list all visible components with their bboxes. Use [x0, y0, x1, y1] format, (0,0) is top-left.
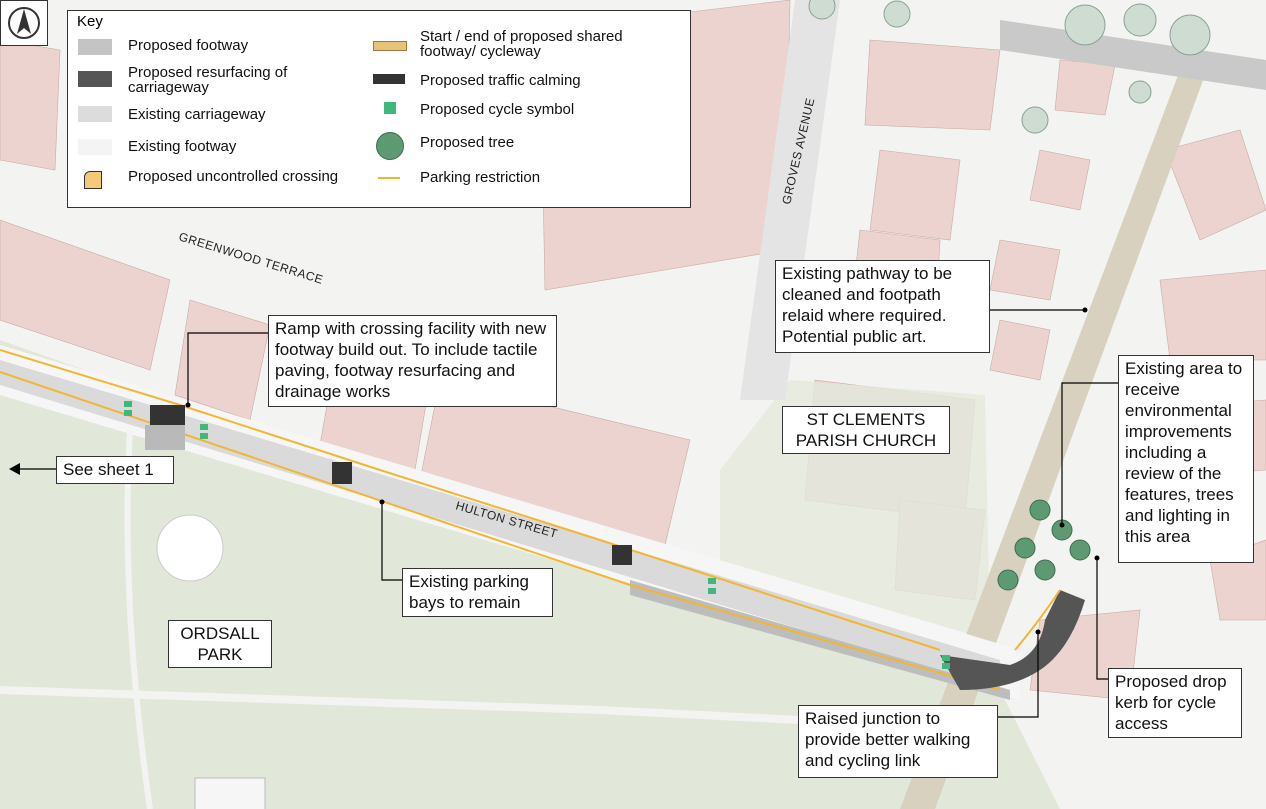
leader-line-parking [381, 502, 402, 581]
raised-junction [940, 590, 1085, 690]
resurfacing-swatch [78, 71, 112, 87]
cycle-symbol-icon [124, 401, 132, 407]
cycle-symbol-icon [200, 433, 208, 439]
tree-icon [376, 132, 404, 160]
key-item-label: Existing carriageway [128, 106, 266, 123]
leader-line-junction [998, 632, 1039, 718]
annotation-junction: Raised junction to provide better walkin… [798, 705, 998, 778]
building-block [989, 319, 1051, 381]
place-label-park: ORDSALL PARK [168, 620, 272, 668]
cycle-symbol-icon [942, 663, 950, 669]
crossing-pad [145, 425, 185, 450]
key-item-label: Proposed uncontrolled crossing [128, 168, 339, 185]
existing-tree-icon [1123, 3, 1157, 37]
key-item-label: Proposed tree [420, 134, 515, 151]
key-item-label: Proposed cycle symbol [420, 101, 575, 118]
tree-icon [997, 569, 1019, 591]
existing-tree-icon [808, 0, 836, 20]
annotation-ramp: Ramp with crossing facility with new foo… [268, 315, 557, 407]
leader-line-drop-kerb [1096, 558, 1108, 680]
existing-pathway [900, 70, 1205, 809]
key-title: Key [77, 13, 103, 30]
annotation-drop-kerb: Proposed drop kerb for cycle access [1108, 668, 1242, 738]
leader-line-ramp [187, 332, 270, 405]
traffic-calming [332, 462, 352, 484]
tree-icon [1029, 499, 1051, 521]
leader-dot [1059, 522, 1065, 528]
leader-dot [1082, 307, 1088, 313]
building-block [864, 39, 1001, 131]
cycle-symbol-icon [200, 424, 208, 430]
proposed-footway-south [630, 580, 1010, 700]
key-item-label: Proposed resurfacing of carriageway [128, 64, 288, 96]
cycle-symbol-icon [124, 410, 132, 416]
key-item-label: Existing footway [128, 138, 237, 155]
map-key: Key Proposed footway Proposed resurfacin… [67, 10, 691, 208]
key-item-label: Proposed footway [128, 37, 249, 54]
building-block [1029, 149, 1091, 211]
cycle-symbol-icon [942, 655, 950, 661]
annotation-pathway: Existing pathway to be cleaned and footp… [775, 260, 990, 353]
arrow-left-icon [9, 463, 20, 475]
key-item-label: Parking restriction [420, 169, 541, 186]
annotation-environment: Existing area to receive environmental i… [1118, 355, 1254, 563]
proposed-footway-swatch [78, 39, 112, 55]
existing-tree-icon [883, 0, 911, 28]
cycle-symbol-icon [708, 588, 716, 594]
cycle-symbol-icon [384, 102, 396, 114]
traffic-calming-swatch [373, 74, 405, 84]
existing-carriageway-swatch [78, 106, 112, 122]
building-block [0, 39, 61, 171]
groves-avenue-road [740, 0, 840, 400]
existing-tree-icon [1169, 14, 1211, 56]
key-item-label: Start / end of proposed shared footway/ … [420, 28, 623, 60]
tree-icon [1014, 537, 1036, 559]
tree-icon [1034, 559, 1056, 581]
park-circle [156, 514, 224, 582]
key-item-label: Proposed traffic calming [420, 72, 581, 89]
existing-tree-icon [1064, 4, 1106, 46]
building-block [989, 239, 1061, 301]
building-block [1054, 59, 1116, 116]
parking-restriction-line [0, 371, 1001, 691]
parking-restriction-swatch [378, 177, 400, 179]
crossing-swatch [84, 171, 102, 189]
parking-restriction-line [0, 349, 941, 651]
leader-dot [1094, 555, 1100, 561]
building-block [1164, 129, 1266, 241]
junction-edge [1014, 589, 1061, 651]
shared-footway-swatch [373, 41, 407, 51]
building-block [869, 149, 961, 241]
north-arrow-icon [0, 0, 48, 46]
existing-tree-icon [1021, 106, 1049, 134]
leader-dot [1035, 629, 1041, 635]
annotation-see-sheet: See sheet 1 [56, 456, 174, 484]
leader-dot [185, 402, 191, 408]
place-label-church: ST CLEMENTS PARISH CHURCH [782, 406, 950, 454]
existing-footway-swatch [78, 139, 112, 155]
existing-tree-icon [1128, 80, 1152, 104]
park-building [194, 777, 266, 809]
building-block [1159, 269, 1266, 361]
hulton-street-carriageway [0, 360, 1000, 690]
cycle-symbol-icon [708, 578, 716, 584]
leader-line-environment [1061, 382, 1118, 525]
leader-dot [379, 499, 385, 505]
tree-icon [1069, 539, 1091, 561]
traffic-calming [612, 545, 632, 565]
top-road [1000, 20, 1266, 90]
annotation-parking: Existing parking bays to remain [402, 568, 553, 617]
building-block [0, 219, 171, 371]
park-path [0, 686, 801, 724]
